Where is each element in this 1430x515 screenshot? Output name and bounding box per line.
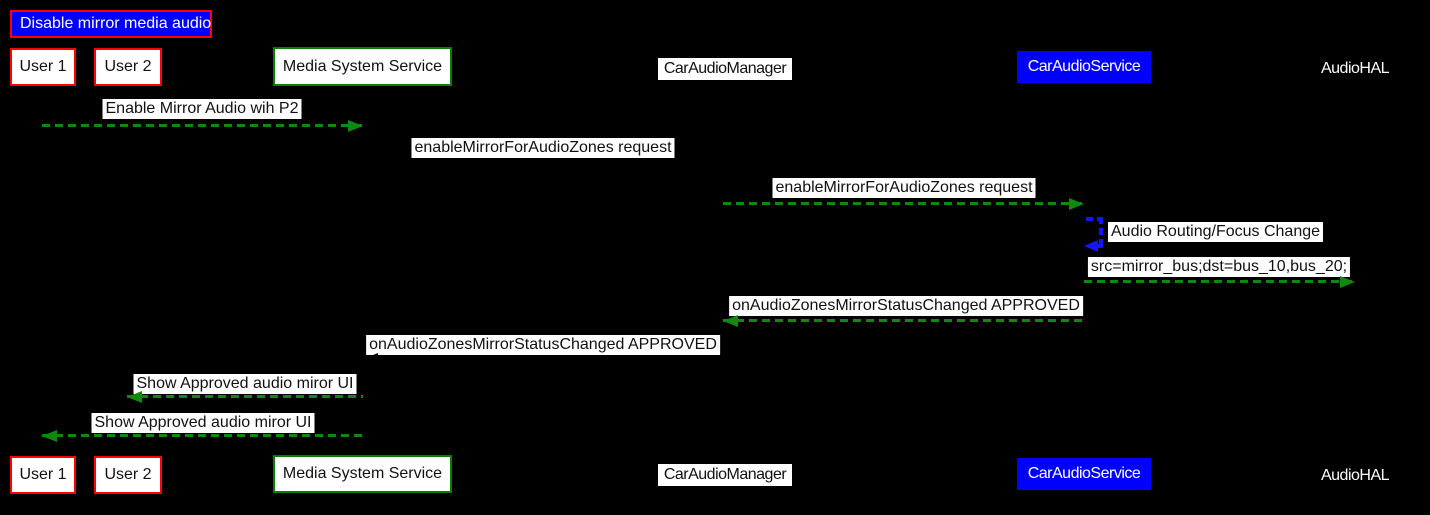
- message-1-arrowhead-icon: [348, 120, 363, 132]
- participant-user1-top: User 1: [10, 48, 76, 86]
- message-4-selfloop-right: [1099, 217, 1103, 248]
- participant-user2-top: User 2: [94, 48, 162, 86]
- message-6-arrow: [723, 319, 1084, 322]
- message-2-arrowhead-icon: [708, 160, 723, 172]
- message-9-label: Show Approved audio miror UI: [91, 413, 315, 433]
- message-8-arrow: [127, 395, 363, 398]
- participant-caraudioservice-bottom: CarAudioService: [1017, 458, 1151, 490]
- message-7-arrow: [363, 357, 723, 360]
- message-7-arrowhead-icon: [363, 353, 378, 365]
- participant-audiohal-bottom: AudioHAL: [1320, 467, 1390, 484]
- message-9-arrowhead-icon: [42, 430, 57, 442]
- message-5-arrow: [1084, 280, 1355, 283]
- diagram-title: Disable mirror media audio: [10, 10, 212, 38]
- message-4-selfloop-bottom: [1096, 244, 1104, 248]
- message-3-label: enableMirrorForAudioZones request: [772, 178, 1036, 198]
- message-4-label: Audio Routing/Focus Change: [1108, 222, 1324, 242]
- message-8-arrowhead-icon: [127, 391, 142, 403]
- participant-caraudiomanager-top: CarAudioManager: [658, 58, 792, 80]
- message-9-arrow: [42, 434, 363, 437]
- participant-audiohal-top: AudioHAL: [1320, 60, 1390, 77]
- message-5-label: src=mirror_bus;dst=bus_10,bus_20;: [1087, 257, 1351, 277]
- participant-caraudiomanager-bottom: CarAudioManager: [658, 464, 792, 486]
- message-4-arrowhead-icon: [1084, 240, 1098, 252]
- message-1-arrow: [42, 124, 363, 127]
- message-3-arrow: [723, 202, 1084, 205]
- participant-media-system-service-bottom: Media System Service: [273, 455, 452, 493]
- message-2-label: enableMirrorForAudioZones request: [411, 138, 675, 158]
- participant-user2-bottom: User 2: [94, 456, 162, 494]
- participant-media-system-service-top: Media System Service: [273, 47, 452, 86]
- message-8-label: Show Approved audio miror UI: [133, 374, 357, 394]
- participant-user1-bottom: User 1: [10, 456, 76, 494]
- message-6-label: onAudioZonesMirrorStatusChanged APPROVED: [729, 296, 1083, 316]
- message-7-label: onAudioZonesMirrorStatusChanged APPROVED: [366, 335, 720, 355]
- message-4-selfloop-top: [1086, 217, 1103, 221]
- participant-caraudioservice-top: CarAudioService: [1017, 51, 1151, 83]
- message-3-arrowhead-icon: [1069, 198, 1084, 210]
- message-6-arrowhead-icon: [723, 315, 738, 327]
- message-5-arrowhead-icon: [1340, 276, 1355, 288]
- message-1-label: Enable Mirror Audio wih P2: [102, 99, 302, 119]
- message-2-arrow: [363, 164, 723, 167]
